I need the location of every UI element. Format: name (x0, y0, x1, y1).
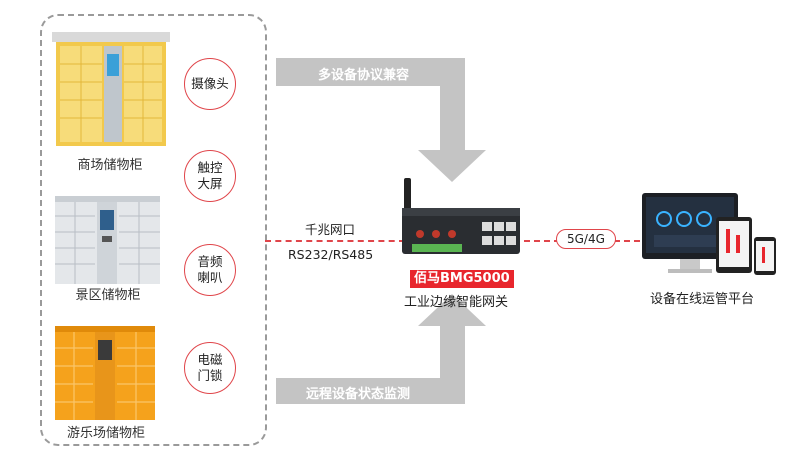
camera-label: 摄像头 (191, 76, 229, 91)
router-image (402, 178, 520, 254)
network-badge: 5G/4G (556, 229, 616, 249)
scenic-locker-image (55, 196, 160, 284)
park-locker-image (55, 326, 155, 420)
speaker-label: 音频 喇叭 (197, 254, 223, 285)
door-lock-circle: 电磁 门锁 (184, 342, 236, 394)
bottom-arrow-label: 远程设备状态监测 (306, 387, 411, 402)
locker-label-park: 游乐场储物柜 (66, 426, 145, 441)
mall-locker-image (52, 32, 170, 146)
platform-label: 设备在线运管平台 (650, 292, 755, 307)
speaker-circle: 音频 喇叭 (184, 244, 236, 296)
camera-circle: 摄像头 (184, 58, 236, 110)
left-link-label-1: 千兆网口 (305, 222, 356, 237)
platform-devices-image (642, 193, 776, 275)
router-name-label: 工业边缘智能网关 (404, 295, 509, 310)
left-link-label-2: RS232/RS485 (288, 247, 374, 262)
left-link-line (265, 240, 405, 242)
router-model-label: 佰马BMG5000 (410, 270, 514, 288)
device-group-frame (40, 14, 267, 446)
door-lock-label: 电磁 门锁 (197, 352, 223, 383)
top-arrow-label: 多设备协议兼容 (318, 68, 410, 83)
locker-label-mall: 商场储物柜 (77, 158, 143, 173)
touchscreen-label: 触控 大屏 (197, 160, 223, 191)
top-arrow-shape (276, 58, 486, 182)
locker-label-scenic: 景区储物柜 (75, 288, 141, 303)
bottom-arrow-shape (276, 294, 486, 404)
touchscreen-circle: 触控 大屏 (184, 150, 236, 202)
